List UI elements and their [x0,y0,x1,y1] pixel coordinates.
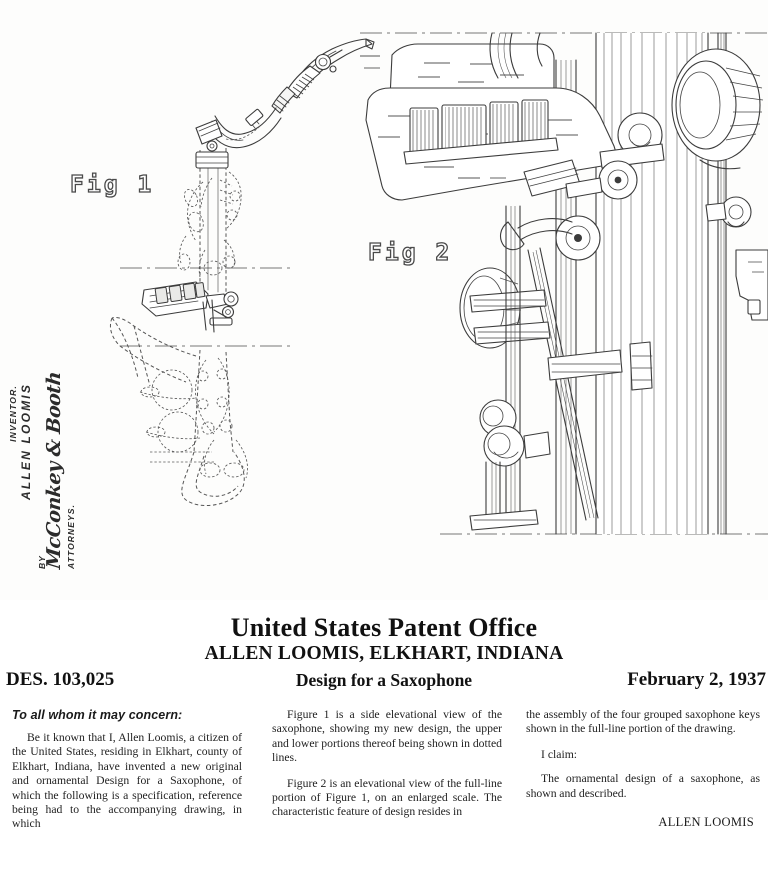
inventor-signature-block: INVENTOR. ALLEN LOOMIS BY McConkey & Boo… [8,370,77,571]
patent-number: DES. 103,025 [6,668,115,690]
figure-1-caption: Fig 1 [69,171,155,198]
salutation: To all whom it may concern: [12,708,183,722]
figure-2-caption: Fig 2 [367,239,453,266]
body-columns: To all whom it may concern: Be it known … [0,708,768,843]
figure-2-description: Figure 2 is an elevational view of the f… [272,776,503,819]
patent-text-sheet: United States Patent Office ALLEN LOOMIS… [0,600,768,878]
attorney-signature: McConkey & Booth [43,370,66,571]
fig2-hatch-upper-paddle [418,62,524,93]
inventor-heading: ALLEN LOOMIS, ELKHART, INDIANA [204,643,564,665]
patent-issue-date: February 2, 1937 [627,668,766,690]
fig2-tone-ring [671,48,764,170]
fig2-right-bracket [735,249,768,321]
figure-1-description: Figure 1 is a side elevational view of t… [272,708,503,765]
claim-text: The ornamental design of a saxophone, as… [526,772,761,800]
fig2-key-touchpieces [403,99,559,165]
fig1-mouthpiece [285,38,375,99]
figure-2-key-assembly [360,32,768,535]
figure-2-description-continued: the assembly of the four grouped saxopho… [526,708,761,736]
body-column-1: To all whom it may concern: Be it known … [4,708,250,843]
closing-signature: ALLEN LOOMIS [658,815,755,830]
figure-1-saxophone [109,38,375,507]
patent-office-title: United States Patent Office [230,613,538,642]
patent-meta-row: DES. 103,025 Design for a Saxophone Febr… [0,669,768,697]
fig2-lower-pad-cluster [459,205,551,531]
fig1-full-line-key-group [141,281,239,333]
fig2-mid-ferrule [547,341,653,391]
patent-drawing-sheet: .ln { fill:none; stroke:#3c3c3c; stroke-… [8,32,768,571]
design-title: Design for a Saxophone [295,669,473,690]
patent-drawing: .ln { fill:none; stroke:#3c3c3c; stroke-… [109,32,768,535]
fig2-upper-tubes [489,32,543,79]
fig1-lower-body-dotted [109,317,248,507]
body-column-2: Figure 1 is a side elevational view of t… [264,708,510,843]
inventor-name: ALLEN LOOMIS [18,382,33,501]
fig2-hinge-hardware [499,112,752,521]
claim-lead: I claim: [541,747,578,761]
inventor-label: INVENTOR. [8,384,19,442]
masthead: United States Patent Office ALLEN LOOMIS… [0,614,768,697]
fig2-four-grouped-keys [365,43,616,201]
fig2-side-rollers [705,196,752,228]
body-column-3: the assembly of the four grouped saxopho… [518,708,768,843]
fig1-upper-keywork [177,171,242,278]
fig2-edge-ticks [360,55,380,69]
specification-paragraph: Be it known that I, Allen Loomis, a citi… [12,731,243,831]
attorneys-label: ATTORNEYS. [66,503,77,569]
